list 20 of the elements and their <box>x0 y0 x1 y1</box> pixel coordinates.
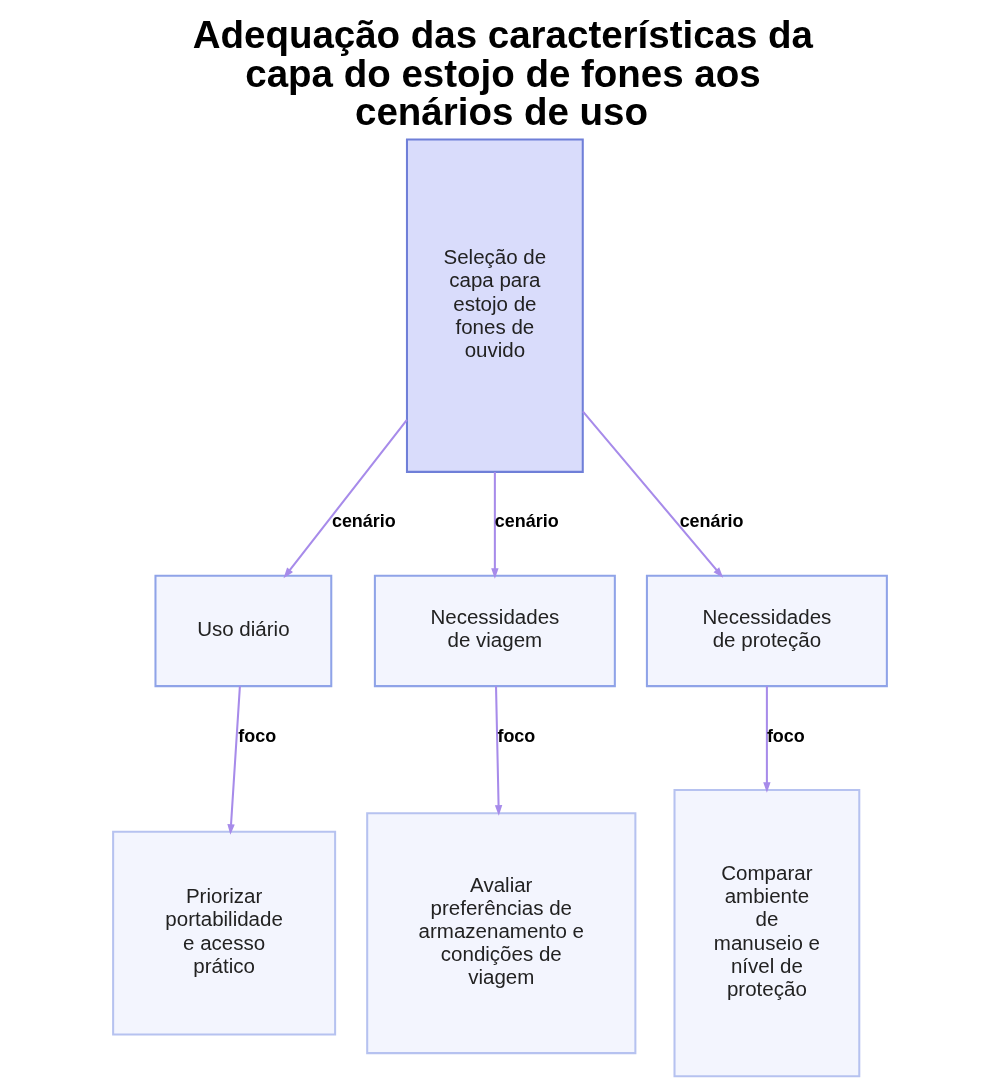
node-box: Necessidades de viagem <box>373 574 616 688</box>
node-box: Avaliar preferências de armazenamento e condições de viagem <box>366 812 637 1055</box>
diagram-title: Adequação das características da capa do estojo de fones aos cenários de uso <box>192 13 814 134</box>
edge-label: foco <box>497 725 536 746</box>
node-box: Priorizar portabilidade e acesso prático <box>112 830 337 1036</box>
arrow <box>763 686 771 793</box>
arrow <box>491 472 499 579</box>
edge-label: cenário <box>679 511 744 532</box>
edge-label: cenário <box>494 511 559 532</box>
arrow <box>494 686 503 816</box>
arrow <box>227 686 241 835</box>
edge-label: foco <box>766 725 805 746</box>
edge-label: cenário <box>331 511 396 532</box>
node-box: Seleção de capa para estojo de fones de ouvido <box>405 138 584 473</box>
node-box: Comparar ambiente de manuseio e nível de proteção <box>673 789 861 1078</box>
arrow <box>283 419 408 579</box>
edge-label: foco <box>238 725 277 746</box>
arrow <box>582 410 724 578</box>
node-box: Uso diário <box>154 574 333 688</box>
node-box: Necessidades de proteção <box>645 574 888 688</box>
